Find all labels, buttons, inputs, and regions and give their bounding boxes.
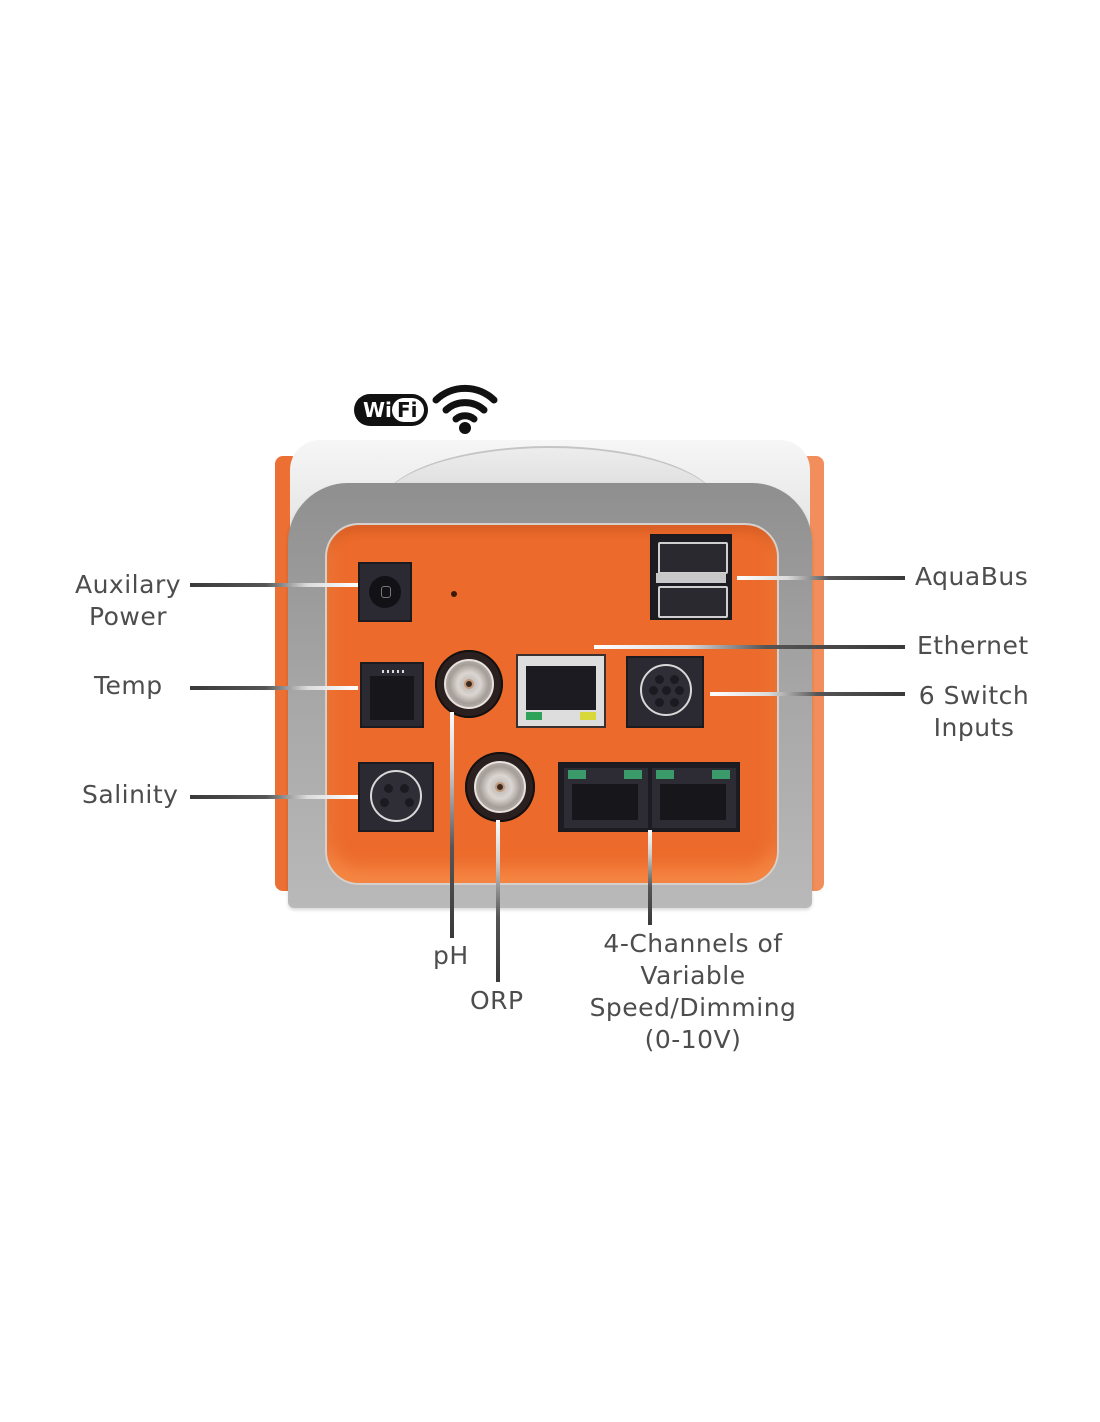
- label-switch-inputs-line2: Inputs: [933, 713, 1015, 742]
- label-ph: pH: [433, 941, 469, 970]
- label-variable-speed-line3: Speed/Dimming: [589, 993, 797, 1022]
- callout-line-orp: [496, 820, 500, 982]
- callout-line-ethernet: [594, 645, 905, 649]
- label-temp: Temp: [94, 671, 163, 700]
- salinity-port: [358, 762, 434, 832]
- label-switch-inputs: 6 Switch Inputs: [912, 680, 1036, 744]
- ph-bnc-port: [435, 650, 503, 718]
- label-ethernet: Ethernet: [917, 631, 1029, 660]
- label-variable-speed-line1: 4-Channels of: [603, 929, 783, 958]
- label-variable-speed: 4-Channels of Variable Speed/Dimming (0-…: [578, 928, 808, 1056]
- aquabus-port: [650, 534, 732, 620]
- label-aquabus: AquaBus: [915, 562, 1029, 591]
- status-led: [451, 591, 457, 597]
- label-auxiliary-power: Auxilary Power: [68, 569, 188, 633]
- variable-speed-ports: [558, 762, 740, 832]
- aux-power-port: [358, 562, 412, 622]
- label-auxiliary-power-line1: Auxilary: [74, 570, 182, 599]
- wifi-badge-wi: Wi: [363, 398, 392, 422]
- callout-line-ph: [450, 712, 454, 938]
- temp-port: [360, 662, 424, 728]
- label-variable-speed-line2: Variable: [640, 961, 746, 990]
- callout-line-switch-inputs: [710, 692, 905, 696]
- callout-line-variable-speed: [648, 830, 652, 925]
- ethernet-port: [516, 654, 606, 728]
- switch-inputs-port: [626, 656, 704, 728]
- label-orp: ORP: [470, 986, 524, 1015]
- orp-bnc-port: [465, 752, 535, 822]
- apex-controller: [270, 438, 830, 913]
- callout-line-temp: [190, 686, 358, 690]
- callout-line-aux-power: [190, 583, 358, 587]
- wifi-badge-fi: Fi: [397, 398, 418, 422]
- wifi-logo: Wi Fi: [354, 384, 499, 435]
- wifi-signal-icon: [432, 384, 498, 434]
- callout-line-salinity: [190, 795, 358, 799]
- wifi-badge: Wi Fi: [354, 394, 428, 426]
- callout-line-aquabus: [737, 576, 905, 580]
- label-salinity: Salinity: [82, 780, 179, 809]
- label-auxiliary-power-line2: Power: [88, 602, 168, 631]
- label-switch-inputs-line1: 6 Switch: [918, 681, 1030, 710]
- label-variable-speed-line4: (0-10V): [644, 1025, 742, 1054]
